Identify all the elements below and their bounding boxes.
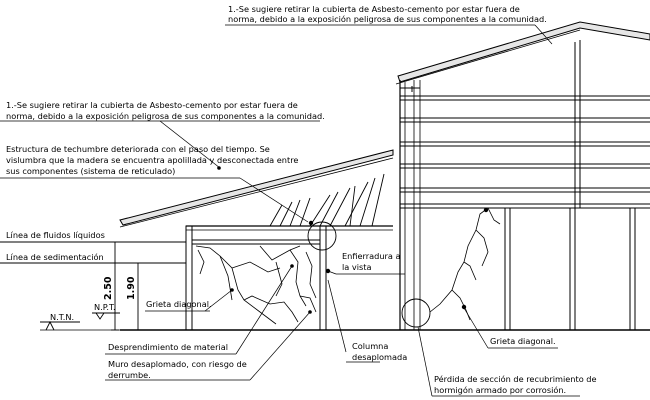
note-structure-line-1: Estructura de techumbre deteriorada con … (6, 144, 270, 154)
roof-truss (269, 173, 385, 227)
label-column-line-1: Columna (352, 341, 388, 351)
label-crack-right: Grieta diagonal. (490, 336, 556, 346)
note-structure-line-2: vislumbra que la madera se encuentra apo… (6, 155, 298, 165)
note-left-roof-line-1: 1.-Se sugiere retirar la cubierta de Asb… (6, 100, 298, 110)
label-column-line-2: desaplomada (352, 352, 407, 362)
label-section-loss-line-2: hormigón armado por corrosión. (434, 385, 566, 395)
rebar-circle (307, 221, 337, 251)
level-lines (0, 241, 186, 331)
dimension-190: 1.90 (126, 276, 137, 300)
left-building (119, 149, 394, 331)
label-ntn: N.T.N. (50, 312, 74, 322)
label-fluid-line: Línea de fluidos líquidos (6, 230, 105, 240)
right-roof-sheet (397, 21, 650, 83)
note-left-roof-line-2: norma, debido a la exposición peligrosa … (6, 111, 325, 121)
label-rebar-line-2: la vista (342, 262, 372, 272)
note-top-right-line-2: norma, debido a la exposición peligrosa … (228, 14, 547, 24)
note-top-right-line-1: 1.-Se sugiere retirar la cubierta de Asb… (228, 4, 520, 14)
dimension-250: 2.50 (103, 276, 114, 300)
label-detachment: Desprendimiento de material (108, 342, 228, 352)
label-npt: N.P.T. (94, 302, 116, 312)
annotations: 1.-Se sugiere retirar la cubierta de Asb… (6, 4, 597, 395)
label-crack-left: Grieta diagonal. (146, 299, 212, 309)
label-wall-line-1: Muro desaplomado, con riesgo de (108, 359, 247, 369)
label-section-loss-line-1: Pérdida de sección de recubrimiento de (434, 374, 597, 384)
label-sediment-line: Línea de sedimentación (6, 252, 104, 262)
note-structure-line-3: sus componentes (sistema de reticulado) (6, 166, 175, 176)
right-wall-cracks (429, 207, 501, 321)
left-roof-sheet (119, 149, 394, 226)
label-wall-line-2: derrumbe. (108, 370, 151, 380)
right-building (395, 21, 650, 330)
leader-lines (0, 24, 580, 397)
left-wall-cracks (195, 245, 317, 325)
label-rebar-line-1: Enfierradura a (342, 251, 401, 261)
